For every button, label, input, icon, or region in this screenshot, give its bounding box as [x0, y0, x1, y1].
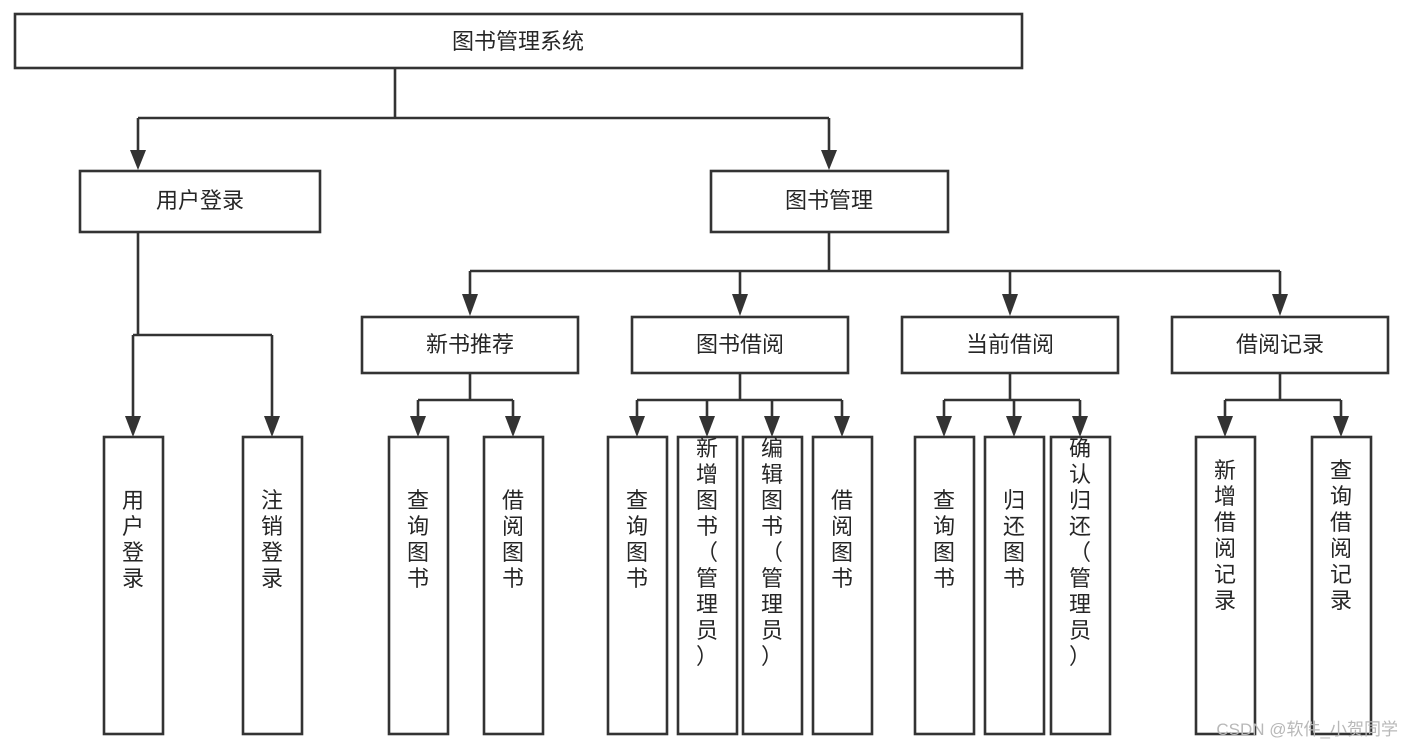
- arrow-head-leaf8: [834, 416, 850, 437]
- arrow-head-leaf13: [1333, 416, 1349, 437]
- node-borrow[interactable]: 图书借阅: [630, 315, 850, 375]
- connector-group-borrow: [629, 373, 850, 437]
- node-current-box[interactable]: [900, 315, 1120, 375]
- connector-group-root: [130, 68, 837, 170]
- node-leaf5-label: 查询图书: [626, 488, 648, 591]
- node-leaf13-box[interactable]: [1310, 435, 1373, 736]
- node-leaf12-box[interactable]: [1194, 435, 1257, 736]
- node-newbook-box[interactable]: [360, 315, 580, 375]
- node-records-label: 借阅记录: [1236, 332, 1324, 357]
- node-leaf3[interactable]: 查询图书: [387, 435, 450, 736]
- node-leaf4-label: 借阅图书: [502, 488, 524, 591]
- arrow-head-leaf6: [699, 416, 715, 437]
- node-current-label: 当前借阅: [966, 332, 1054, 357]
- arrow-head-leaf10: [1006, 416, 1022, 437]
- node-records[interactable]: 借阅记录: [1170, 315, 1390, 375]
- node-leaf4-box[interactable]: [482, 435, 545, 736]
- node-leaf10-label: 归还图书: [1003, 488, 1025, 591]
- node-records-box[interactable]: [1170, 315, 1390, 375]
- node-root[interactable]: 图书管理系统: [13, 12, 1024, 70]
- arrow-head-records: [1272, 294, 1288, 316]
- node-login-box[interactable]: [78, 169, 322, 234]
- node-leaf10[interactable]: 归还图书: [983, 435, 1046, 736]
- arrow-head-leaf9: [936, 416, 952, 437]
- csdn-watermark: CSDN @软件_小贺同学: [1216, 720, 1398, 739]
- connector-group-bookmgmt: [462, 232, 1288, 316]
- node-leaf12-label: 新增借阅记录: [1214, 458, 1236, 613]
- arrow-head-leaf11: [1072, 416, 1088, 437]
- node-leaf8[interactable]: 借阅图书: [811, 435, 874, 736]
- node-login[interactable]: 用户登录: [78, 169, 322, 234]
- node-leaf2[interactable]: 注销登录: [241, 435, 304, 736]
- connector-group-records: [1217, 373, 1349, 437]
- node-leaf12[interactable]: 新增借阅记录: [1194, 435, 1257, 736]
- node-leaf13-label: 查询借阅记录: [1330, 458, 1352, 613]
- arrow-head-current: [1002, 294, 1018, 316]
- node-newbook[interactable]: 新书推荐: [360, 315, 580, 375]
- node-newbook-label: 新书推荐: [426, 332, 514, 357]
- connector-group-newbook: [410, 373, 521, 437]
- arrow-head-login: [130, 150, 146, 170]
- arrow-head-borrow: [732, 294, 748, 316]
- node-leaf2-label: 注销登录: [261, 488, 283, 591]
- arrow-head-leaf4: [505, 416, 521, 437]
- node-leaf7[interactable]: 编辑图书（管理员）: [741, 435, 804, 736]
- node-leaf11-box[interactable]: [1049, 435, 1112, 736]
- node-borrow-box[interactable]: [630, 315, 850, 375]
- node-leaf1-label: 用户登录: [122, 488, 144, 591]
- node-leaf11-label: 确认归还（管理员）: [1069, 436, 1091, 669]
- node-leaf8-label: 借阅图书: [831, 488, 853, 591]
- node-root-box[interactable]: [13, 12, 1024, 70]
- arrow-head-leaf2: [264, 416, 280, 437]
- node-leaf1-box[interactable]: [102, 435, 165, 736]
- arrow-head-leaf7: [764, 416, 780, 437]
- connector-group-current: [936, 373, 1088, 437]
- node-current[interactable]: 当前借阅: [900, 315, 1120, 375]
- node-leaf9-box[interactable]: [913, 435, 976, 736]
- node-leaf9[interactable]: 查询图书: [913, 435, 976, 736]
- node-leaf7-label: 编辑图书（管理员）: [761, 436, 783, 669]
- node-leaf5-box[interactable]: [606, 435, 669, 736]
- node-leaf6-box[interactable]: [676, 435, 739, 736]
- arrow-head-leaf5: [629, 416, 645, 437]
- node-bookmgmt-box[interactable]: [709, 169, 950, 234]
- node-bookmgmt[interactable]: 图书管理: [709, 169, 950, 234]
- arrow-head-newbook: [462, 294, 478, 316]
- node-leaf13[interactable]: 查询借阅记录: [1310, 435, 1373, 736]
- arrow-head-leaf1: [125, 416, 141, 437]
- node-leaf10-box[interactable]: [983, 435, 1046, 736]
- node-leaf4[interactable]: 借阅图书: [482, 435, 545, 736]
- arrow-head-leaf3: [410, 416, 426, 437]
- node-leaf6[interactable]: 新增图书（管理员）: [676, 435, 739, 736]
- node-leaf8-box[interactable]: [811, 435, 874, 736]
- node-leaf1[interactable]: 用户登录: [102, 435, 165, 736]
- node-leaf6-label: 新增图书（管理员）: [696, 436, 718, 669]
- node-leaf3-label: 查询图书: [407, 488, 429, 591]
- node-leaf7-box[interactable]: [741, 435, 804, 736]
- node-leaf9-label: 查询图书: [933, 488, 955, 591]
- node-leaf2-box[interactable]: [241, 435, 304, 736]
- node-borrow-label: 图书借阅: [696, 332, 784, 357]
- node-leaf3-box[interactable]: [387, 435, 450, 736]
- connector-group-login: [125, 232, 280, 437]
- node-login-label: 用户登录: [156, 188, 244, 213]
- node-leaf5[interactable]: 查询图书: [606, 435, 669, 736]
- node-bookmgmt-label: 图书管理: [785, 188, 873, 213]
- arrow-head-leaf12: [1217, 416, 1233, 437]
- arrow-head-bookmgmt: [821, 150, 837, 170]
- node-leaf11[interactable]: 确认归还（管理员）: [1049, 435, 1112, 736]
- node-root-label: 图书管理系统: [452, 29, 584, 54]
